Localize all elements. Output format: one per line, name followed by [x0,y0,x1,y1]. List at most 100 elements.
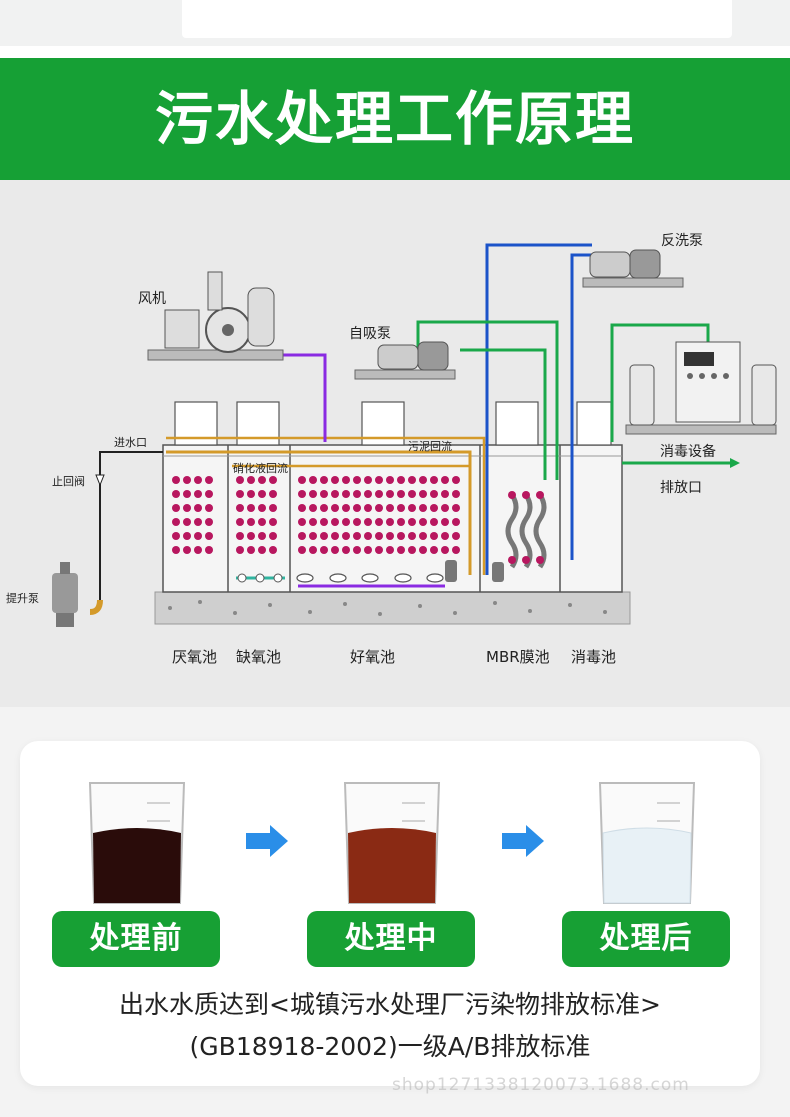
media-unit [397,504,405,512]
check-valve-symbol [95,474,105,487]
media-unit [172,518,180,526]
media-unit [258,518,266,526]
pool-label-anoxic: 缺氧池 [236,648,281,666]
media-unit [419,532,427,540]
media-unit [205,476,213,484]
media-unit [430,532,438,540]
media-unit [236,518,244,526]
media-unit [430,546,438,554]
media-unit [386,532,394,540]
media-unit [353,546,361,554]
media-unit [309,504,317,512]
media-unit [247,546,255,554]
media-unit [353,532,361,540]
stage-before-label: 处理前 [52,911,220,967]
label-nitrate-return: 硝化液回流 [233,461,288,475]
media-unit [247,518,255,526]
media-unit [183,490,191,498]
media-unit [298,546,306,554]
media-unit [258,532,266,540]
media-unit [452,504,460,512]
standard-line-2: (GB18918-2002)一级A/B排放标准 [189,1032,591,1061]
media-unit [309,490,317,498]
media-unit [353,518,361,526]
media-unit [364,546,372,554]
label-water-inlet: 进水口 [114,436,147,449]
top-divider [0,46,790,58]
media-unit [441,504,449,512]
media-unit [320,532,328,540]
comparison-card: 处理前 处理中 处理后 出水水质达到<城 [20,741,760,1086]
media-unit [441,476,449,484]
media-unit [236,476,244,484]
media-unit [194,504,202,512]
media-unit [236,504,244,512]
media-unit [258,546,266,554]
media-unit [397,546,405,554]
media-unit [236,546,244,554]
inlet-pipe [99,451,163,600]
stage-before: 处理前 [52,763,222,967]
media-unit [309,532,317,540]
media-unit [430,490,438,498]
comparison-section: 处理前 处理中 处理后 出水水质达到<城 [0,707,790,1117]
media-unit [269,490,277,498]
media-unit [397,476,405,484]
return-pipe-top [166,436,486,575]
media-unit [269,476,277,484]
media-unit [258,504,266,512]
mbr-modules [505,491,547,569]
media-unit [408,490,416,498]
media-unit [236,532,244,540]
beaker-after-icon [598,782,696,904]
media-unit [375,476,383,484]
media-unit [269,504,277,512]
media-unit [419,476,427,484]
pool-label-aerobic: 好氧池 [350,648,395,666]
media-unit [342,518,350,526]
media-unit [331,490,339,498]
title-banner: 污水处理工作原理 [0,58,790,180]
media-unit [452,518,460,526]
media-unit [331,532,339,540]
mixer-units [237,573,283,583]
media-unit [298,490,306,498]
media-unit [452,490,460,498]
media-unit [258,490,266,498]
media-unit [408,476,416,484]
media-unit [236,490,244,498]
media-unit [375,532,383,540]
beaker-before-icon [88,782,186,904]
backwash-pump [582,249,684,288]
media-unit [342,532,350,540]
media-unit [194,476,202,484]
media-unit [386,504,394,512]
media-unit [386,518,394,526]
media-unit [247,532,255,540]
backwash-pipe [485,243,592,575]
media-unit [331,504,339,512]
media-unit [194,546,202,554]
media-unit [183,518,191,526]
pool-label-mbr: MBR膜池 [486,648,550,666]
media-unit [430,504,438,512]
media-unit [183,476,191,484]
label-outlet: 排放口 [660,480,702,496]
media-unit [397,490,405,498]
aerators [296,573,444,583]
media-unit [364,532,372,540]
pump-discharge [89,599,103,615]
media-unit [205,532,213,540]
media-unit [441,518,449,526]
media-unit [430,518,438,526]
media-unit [183,546,191,554]
media-unit [342,504,350,512]
media-unit [172,546,180,554]
media-unit [258,476,266,484]
media-unit [331,518,339,526]
ground-gravel [168,600,607,616]
media-unit [320,476,328,484]
media-unit [172,504,180,512]
label-sludge-return: 污泥回流 [408,439,452,453]
label-check-valve: 止回阀 [52,474,85,488]
